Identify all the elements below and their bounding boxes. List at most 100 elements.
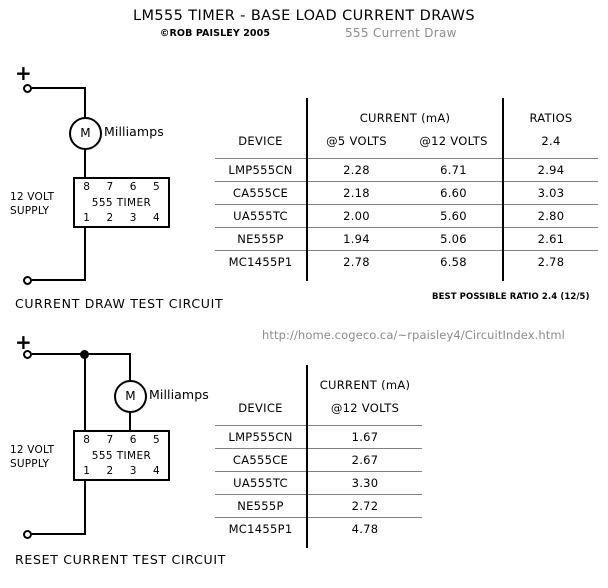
ic-pin-3: 3: [129, 212, 137, 224]
ic-pin-4: 4: [153, 212, 160, 224]
cell-device: CA555CE: [215, 181, 307, 205]
column-header-device: DEVICE: [238, 401, 283, 415]
ic-pins-bottom: 1 2 3 4: [75, 465, 168, 477]
table-row: UA555TC 3.30: [215, 471, 422, 495]
group-header-empty: [215, 98, 307, 128]
wire-meter-to-ic: [84, 149, 86, 177]
cell-5v: 2.00: [306, 204, 405, 228]
positive-terminal: [23, 84, 32, 93]
table-header-group-row: CURRENT (mA): [215, 365, 422, 395]
cell-device: NE555P: [215, 494, 307, 518]
cell-ratio: 2.78: [502, 250, 598, 273]
group-header-current: CURRENT (mA): [306, 365, 422, 395]
cell-device: MC1455P1: [215, 250, 307, 273]
group-header-ratios: RATIOS: [502, 98, 598, 128]
ic-pin-7: 7: [106, 181, 114, 193]
best-ratio-note: BEST POSSIBLE RATIO 2.4 (12/5): [432, 292, 590, 302]
ic-pin-3: 3: [129, 465, 137, 477]
ic-555-timer: 8 7 6 5 555 TIMER 1 2 3 4: [73, 430, 170, 481]
wire-to-meter-top: [129, 353, 131, 380]
supply-voltage-label: 12 VOLT SUPPLY: [10, 190, 54, 218]
milliamp-meter-label: Milliamps: [149, 387, 209, 402]
copyright-notice: ©ROB PAISLEY 2005: [159, 28, 271, 39]
wire-junction-to-ic-pin8: [84, 353, 86, 430]
cell-5v: 2.78: [306, 250, 405, 273]
spacer-cell: [306, 540, 422, 548]
ic-pin-8: 8: [83, 434, 90, 446]
ic-pin-2: 2: [106, 465, 114, 477]
cell-5v: 2.28: [306, 158, 405, 182]
table-row: LMP555CN 2.28 6.71 2.94: [215, 158, 598, 182]
column-header-device: DEVICE: [238, 134, 283, 148]
cell-12v: 4.78: [306, 517, 422, 540]
circuit-caption: CURRENT DRAW TEST CIRCUIT: [15, 296, 224, 311]
column-header-ratio-value: 2.4: [502, 128, 598, 159]
cell-12v: 2.67: [306, 448, 422, 472]
supply-voltage-label: 12 VOLT SUPPLY: [10, 443, 54, 471]
cell-5v: 2.18: [306, 181, 405, 205]
cell-12v: 5.06: [405, 227, 503, 251]
cell-device: LMP555CN: [215, 158, 307, 182]
cell-12v: 6.60: [405, 181, 503, 205]
cell-5v: 1.94: [306, 227, 405, 251]
ic-pins-bottom: 1 2 3 4: [75, 212, 168, 224]
ic-pins-top: 8 7 6 5: [75, 181, 168, 193]
negative-terminal: [23, 530, 32, 539]
wire-ic-to-bottom: [84, 481, 86, 535]
cell-device: NE555P: [215, 227, 307, 251]
table-row: MC1455P1 4.78: [215, 517, 422, 540]
table-footer-spacer: [215, 273, 598, 281]
table-row: NE555P 2.72: [215, 494, 422, 518]
cell-12v: 6.71: [405, 158, 503, 182]
milliamp-meter: M: [69, 117, 102, 150]
wire-bottom-horizontal: [32, 279, 85, 281]
positive-terminal: [23, 350, 32, 359]
supply-label-line2: SUPPLY: [10, 205, 50, 217]
source-url: http://home.cogeco.ca/~rpaisley4/Circuit…: [262, 328, 565, 342]
table-row: LMP555CN 1.67: [215, 425, 422, 449]
ic-pin-5: 5: [153, 181, 160, 193]
cell-ratio: 2.80: [502, 204, 598, 228]
table-footer-spacer: [215, 540, 422, 548]
table-row: NE555P 1.94 5.06 2.61: [215, 227, 598, 251]
positive-polarity-label: +: [15, 61, 32, 85]
table-row: CA555CE 2.67: [215, 448, 422, 472]
cell-12v: 6.58: [405, 250, 503, 273]
milliamp-meter-label: Milliamps: [104, 124, 164, 139]
wire-meter-to-ic-pin6: [129, 412, 131, 430]
page-subtitle: 555 Current Draw: [345, 26, 457, 40]
reset-current-test-circuit: + M Milliamps 8 7 6 5 555 TIMER 1 2: [0, 330, 225, 588]
column-header-12v: @12 VOLTS: [306, 395, 422, 426]
supply-label-line2: SUPPLY: [10, 458, 50, 470]
cell-device: LMP555CN: [215, 425, 307, 449]
supply-label-line1: 12 VOLT: [10, 191, 55, 203]
table-row: MC1455P1 2.78 6.58 2.78: [215, 250, 598, 273]
cell-device: UA555TC: [215, 471, 307, 495]
ic-pin-7: 7: [106, 434, 114, 446]
ic-pin-6: 6: [129, 434, 137, 446]
column-header-5v: @5 VOLTS: [306, 128, 405, 159]
ic-pin-4: 4: [153, 465, 160, 477]
spacer-cell: [306, 273, 405, 281]
wire-top-horizontal: [32, 87, 85, 89]
table-header-group-row: CURRENT (mA) RATIOS: [215, 98, 598, 128]
ic-pin-6: 6: [129, 181, 137, 193]
wire-to-meter-top: [84, 87, 86, 117]
group-header-empty: [215, 365, 307, 395]
page-title: LM555 TIMER - BASE LOAD CURRENT DRAWS: [133, 8, 475, 24]
cell-ratio: 2.61: [502, 227, 598, 251]
table-header-row: DEVICE @5 VOLTS @12 VOLTS 2.4: [215, 128, 598, 159]
ic-label: 555 TIMER: [91, 450, 152, 462]
spacer-cell: [405, 273, 503, 281]
wire-ic-to-bottom: [84, 228, 86, 281]
spacer-cell: [215, 540, 307, 548]
ic-pin-5: 5: [153, 434, 160, 446]
negative-terminal: [23, 276, 32, 285]
cell-device: UA555TC: [215, 204, 307, 228]
ic-pin-8: 8: [83, 181, 90, 193]
table-header-row: DEVICE @12 VOLTS: [215, 395, 422, 426]
supply-label-line1: 12 VOLT: [10, 444, 55, 456]
spacer-cell: [215, 273, 307, 281]
cell-device: CA555CE: [215, 448, 307, 472]
